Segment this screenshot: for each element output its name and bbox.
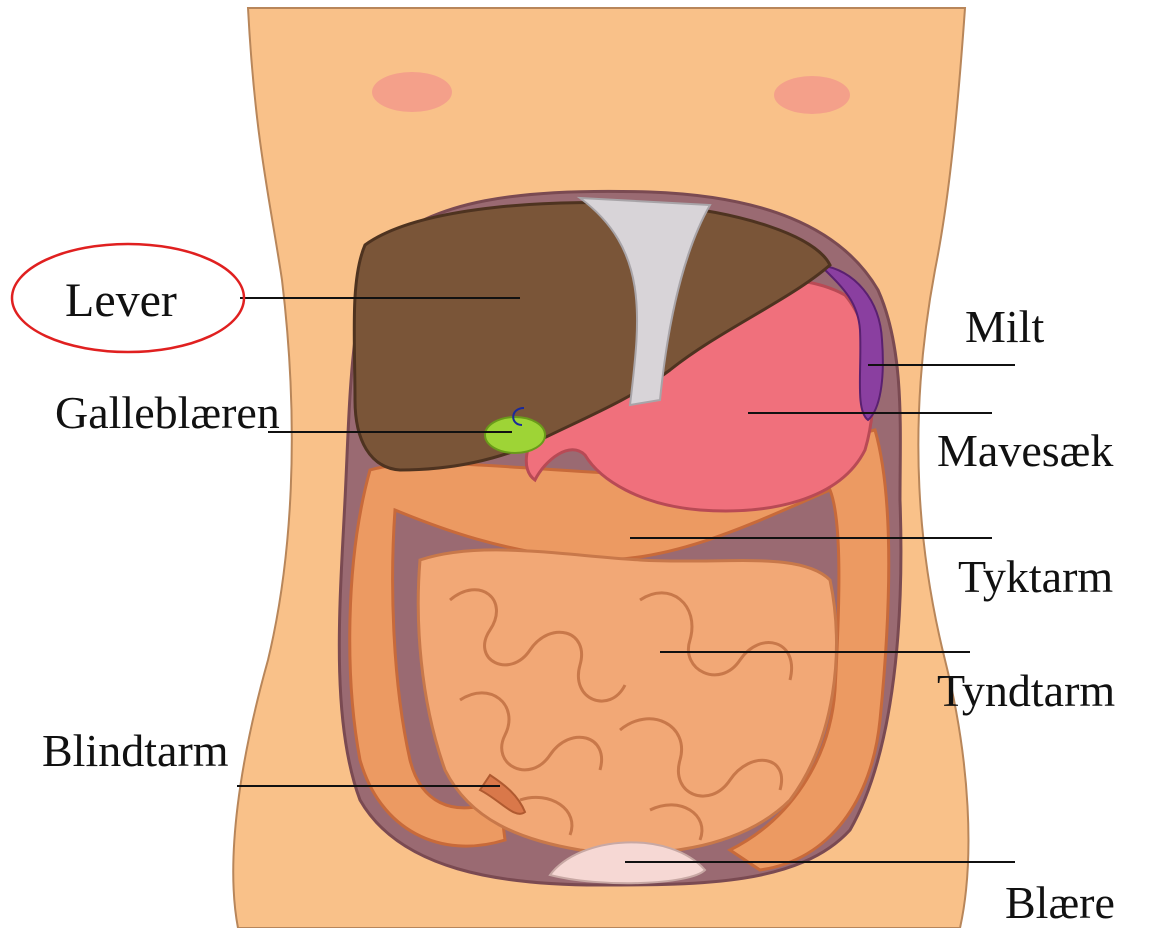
label-tyndtarm: Tyndtarm <box>937 665 1115 716</box>
label-mavesaek: Mavesæk <box>937 425 1113 476</box>
right-nipple <box>774 76 850 114</box>
label-milt: Milt <box>965 301 1044 352</box>
label-lever: Lever <box>65 274 177 327</box>
label-galleblaeren: Galleblæren <box>55 387 280 438</box>
left-nipple <box>372 72 452 112</box>
label-blindtarm: Blindtarm <box>42 725 229 776</box>
small-intestine <box>418 550 836 854</box>
label-tyktarm: Tyktarm <box>958 551 1113 602</box>
label-blaere: Blære <box>1005 877 1115 928</box>
